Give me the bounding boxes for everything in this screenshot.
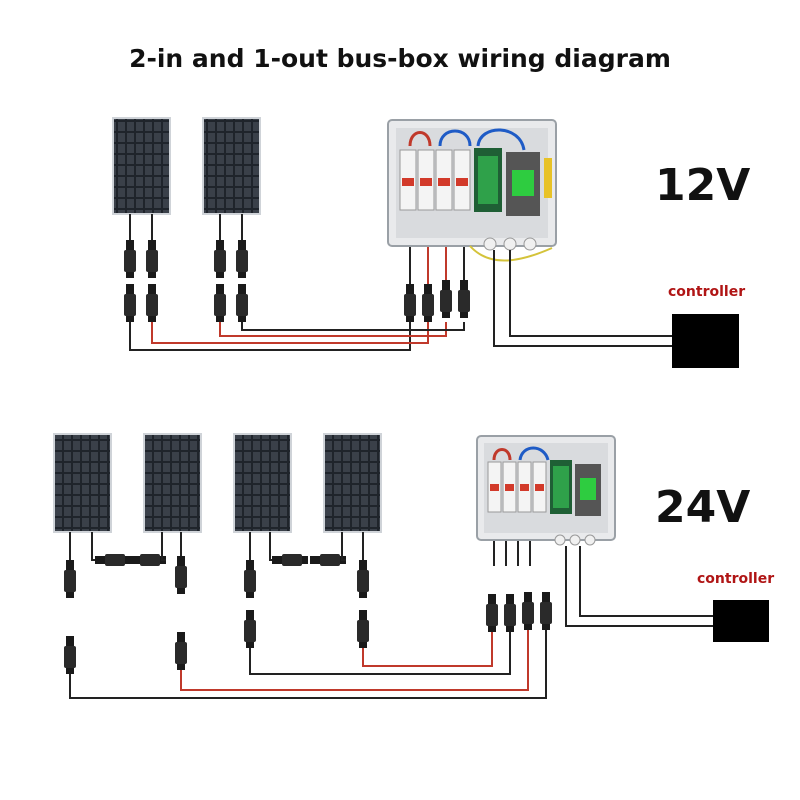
mc4-connector bbox=[404, 284, 416, 322]
voltage-label-24v: 24V bbox=[655, 482, 751, 533]
mc4-connector bbox=[522, 592, 534, 630]
mc4-connector bbox=[357, 560, 369, 598]
voltage-label-12v: 12V bbox=[655, 160, 751, 211]
solar-panel-3 bbox=[53, 433, 112, 533]
mc4-connector bbox=[540, 592, 552, 630]
mc4-connector bbox=[310, 554, 346, 566]
mc4-connector bbox=[440, 280, 452, 318]
controller-label-12v: controller bbox=[668, 284, 746, 300]
mc4-connector bbox=[175, 632, 187, 670]
mc4-connector bbox=[64, 560, 76, 598]
page-title: 2-in and 1-out bus-box wiring diagram bbox=[129, 44, 671, 73]
mc4-connector bbox=[357, 610, 369, 648]
mc4-connector bbox=[124, 240, 136, 278]
mc4-connector bbox=[95, 554, 131, 566]
solar-panel-1 bbox=[112, 117, 171, 215]
mc4-connector bbox=[272, 554, 308, 566]
mc4-connector bbox=[130, 554, 166, 566]
mc4-connector bbox=[244, 610, 256, 648]
mc4-connector bbox=[64, 636, 76, 674]
mc4-connector bbox=[214, 284, 226, 322]
combiner-box-24v bbox=[476, 435, 616, 546]
combiner-box-12v bbox=[387, 119, 557, 262]
solar-panel-2 bbox=[202, 117, 261, 215]
mc4-connector bbox=[214, 240, 226, 278]
solar-panel-5 bbox=[233, 433, 292, 533]
mc4-connector bbox=[124, 284, 136, 322]
mc4-connector bbox=[486, 594, 498, 632]
mc4-connector bbox=[458, 280, 470, 318]
mc4-connector bbox=[244, 560, 256, 598]
controller-24v bbox=[713, 600, 769, 642]
mc4-connector bbox=[236, 240, 248, 278]
mc4-connector bbox=[146, 240, 158, 278]
controller-label-24v: controller bbox=[697, 571, 775, 587]
mc4-connector bbox=[175, 556, 187, 594]
mc4-connector bbox=[504, 594, 516, 632]
mc4-connector bbox=[236, 284, 248, 322]
solar-panel-6 bbox=[323, 433, 382, 533]
controller-12v bbox=[672, 314, 739, 368]
mc4-connector bbox=[422, 284, 434, 322]
mc4-connector bbox=[146, 284, 158, 322]
solar-panel-4 bbox=[143, 433, 202, 533]
